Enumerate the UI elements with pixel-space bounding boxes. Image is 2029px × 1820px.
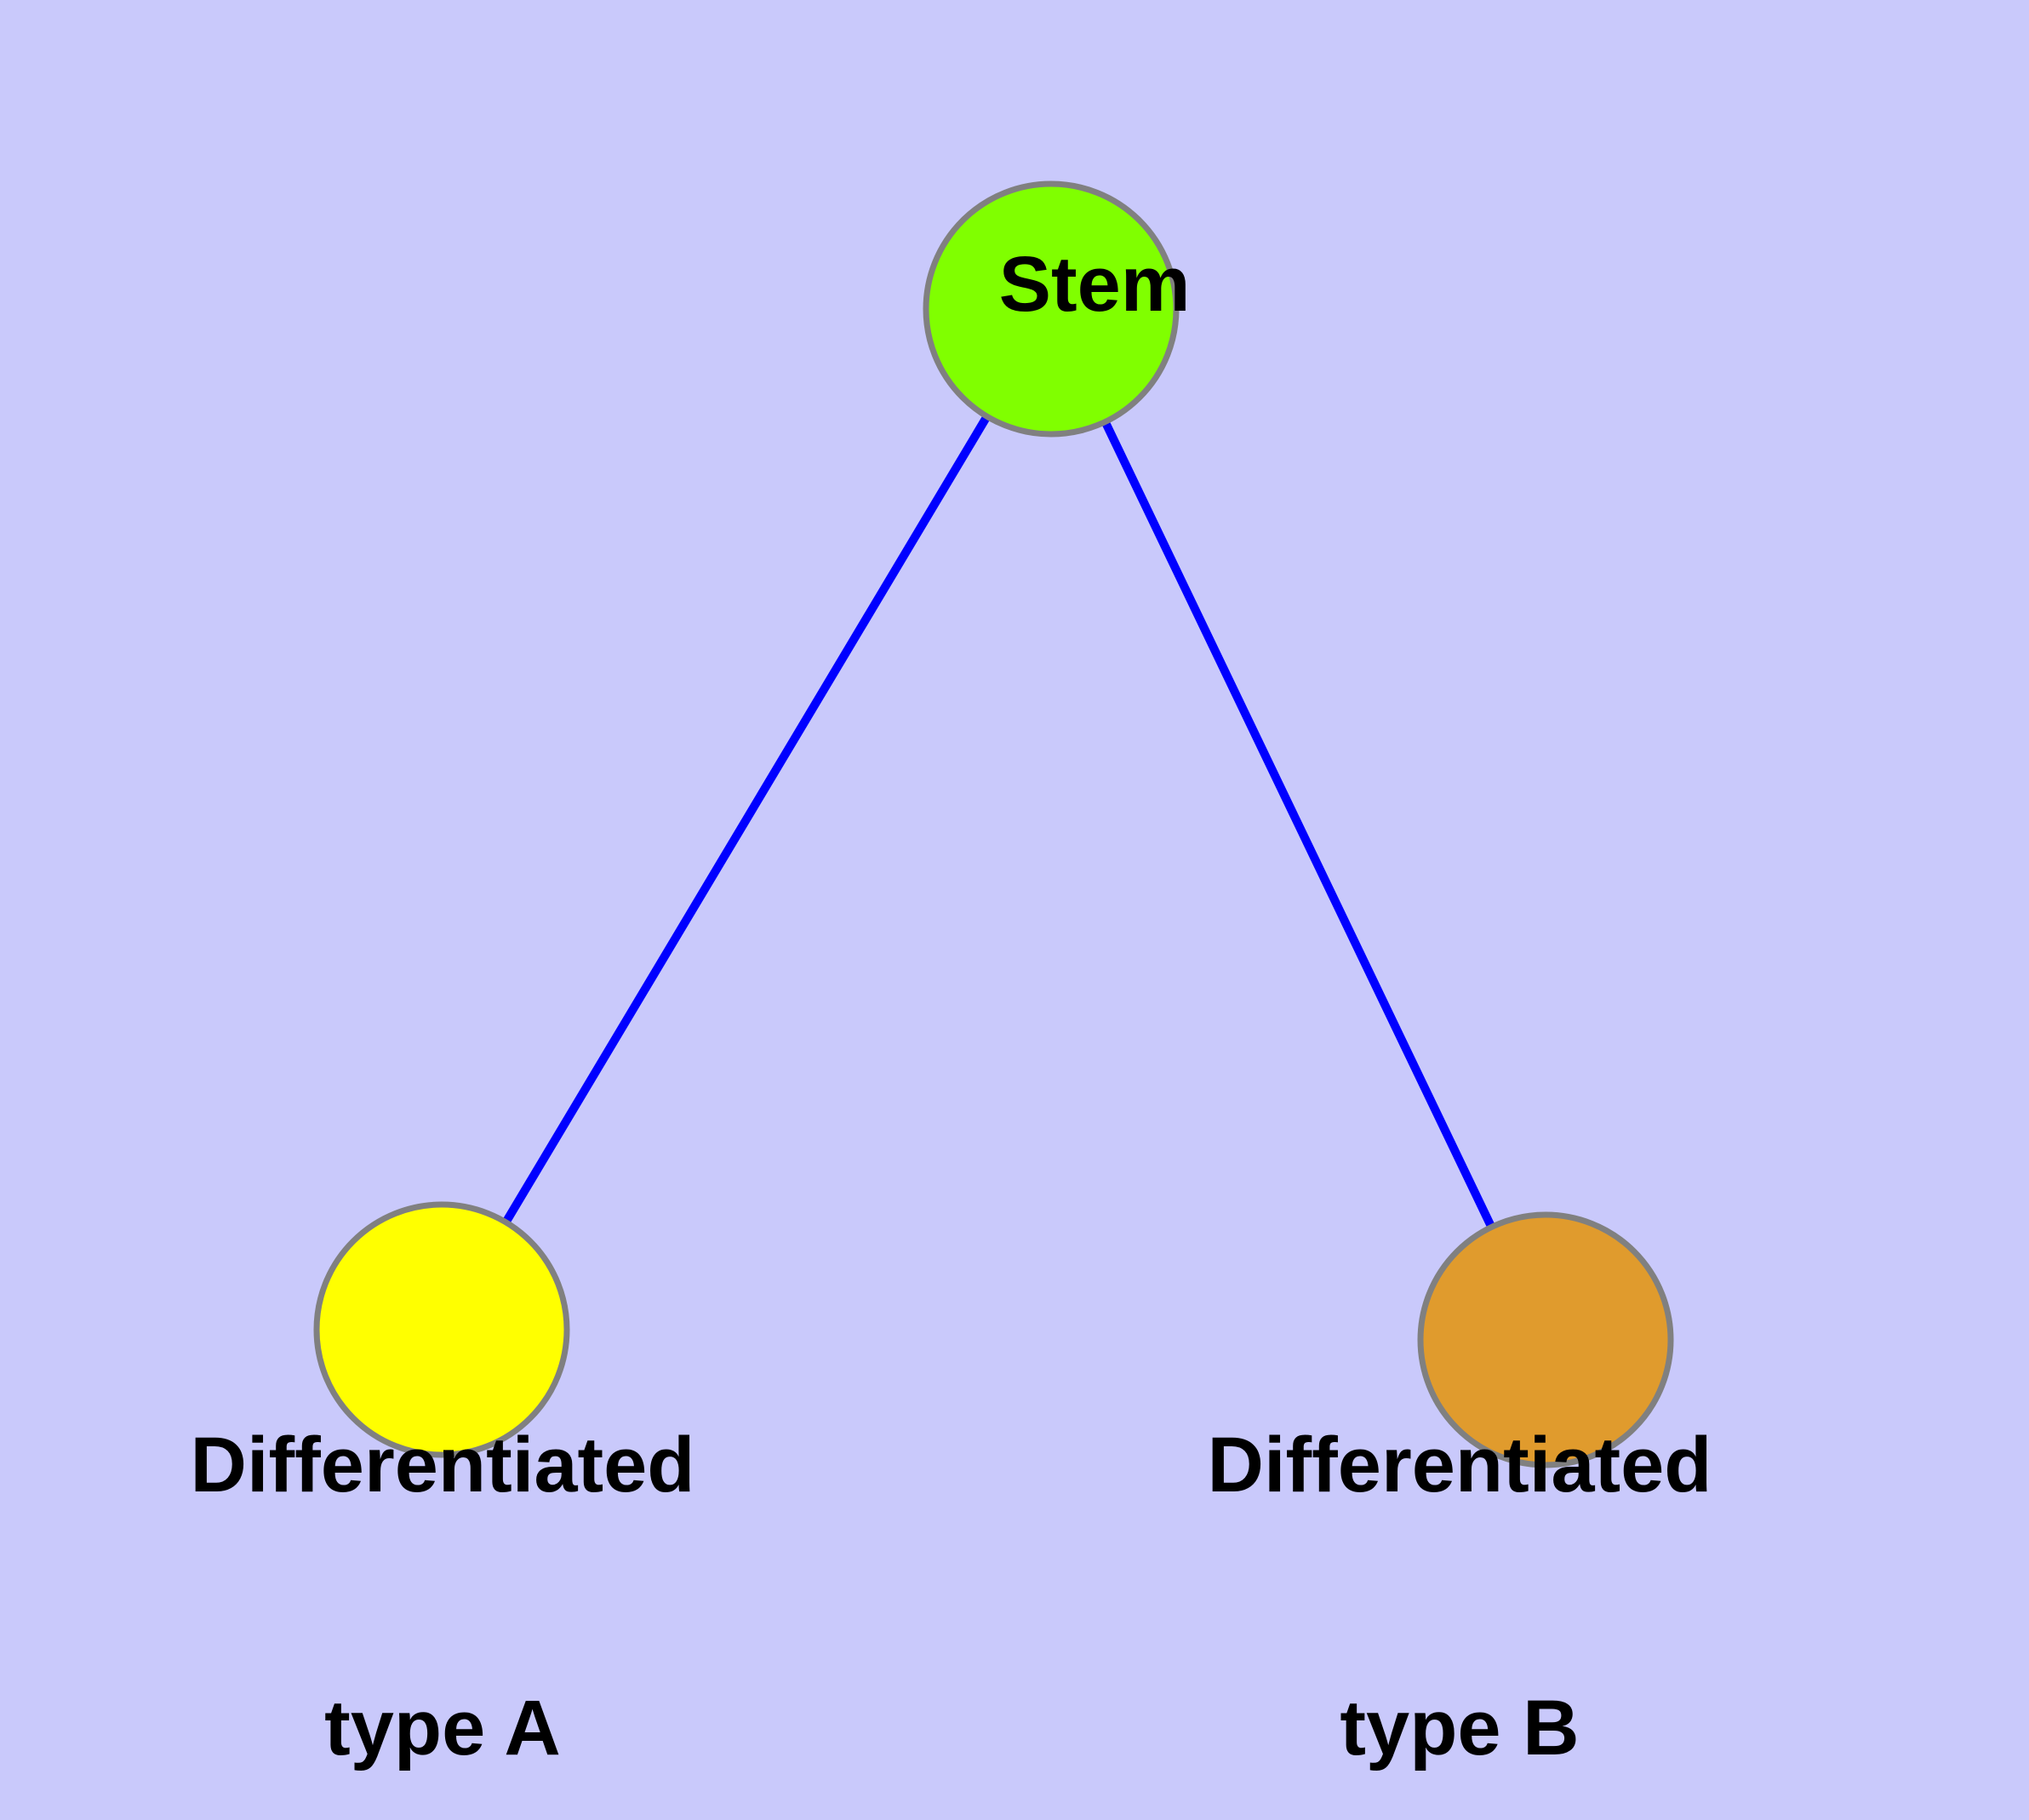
node-differentiated-type-b[interactable]: [1417, 1211, 1674, 1468]
node-stem[interactable]: [923, 180, 1180, 438]
edge-layer: [437, 306, 1550, 1342]
node-differentiated-type-a[interactable]: [313, 1201, 570, 1458]
node-layer: [313, 180, 1674, 1468]
edge-stem-to-differentiated-a: [437, 306, 1055, 1332]
edge-stem-to-differentiated-b: [1047, 306, 1550, 1342]
